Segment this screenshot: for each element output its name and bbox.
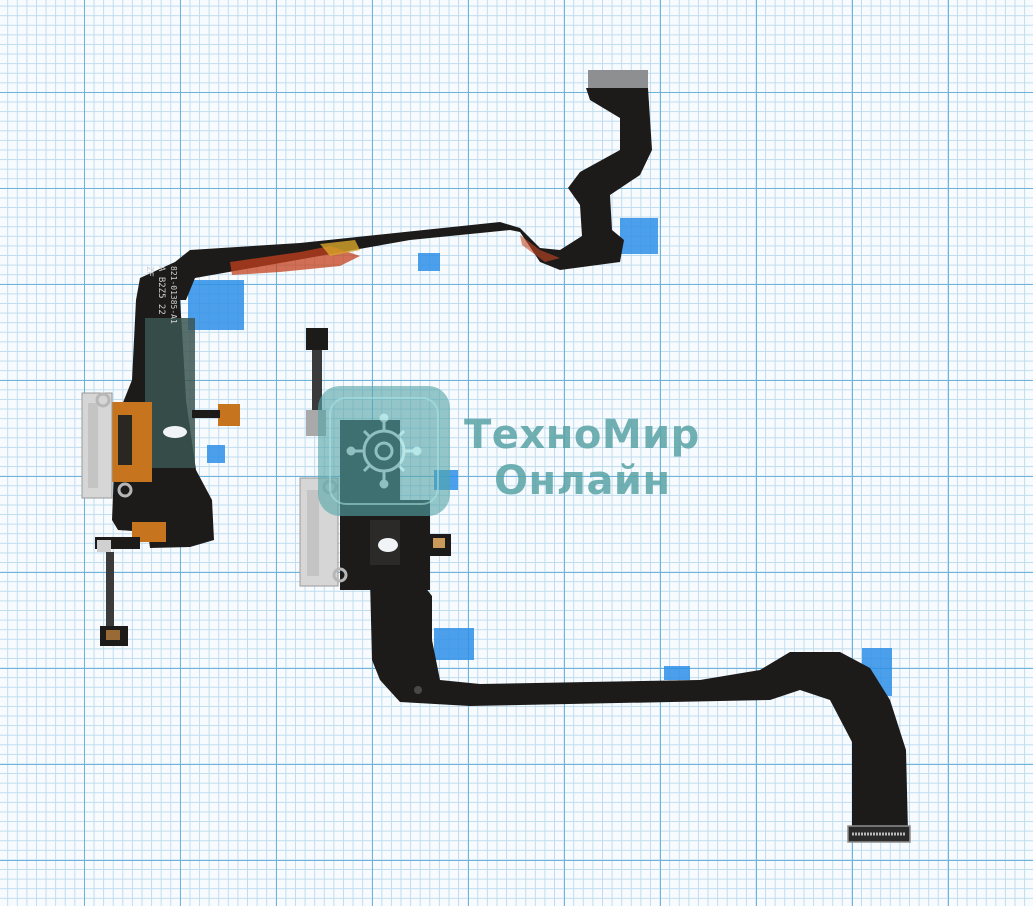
sensor-tab-pad [433, 538, 445, 548]
cable-batch-code: A B2Z5 22 [156, 266, 166, 315]
heat-discoloration [230, 246, 360, 275]
blue-tape-tab [620, 218, 658, 254]
upper-sensor-module [306, 328, 328, 350]
heat-discoloration [520, 235, 560, 262]
mic-flex-orange [132, 522, 166, 542]
circuit-gear-icon [346, 413, 422, 489]
lightning-port-connector [81, 392, 133, 499]
board-chip [118, 415, 132, 465]
blue-tape-tab [207, 445, 225, 463]
cable-cutout [378, 538, 398, 552]
watermark-logo-square [318, 386, 450, 516]
blue-tape-tab [188, 280, 244, 330]
watermark-text: ТехноМир Онлайн [464, 412, 764, 504]
sensor-tab-stub [192, 410, 220, 418]
watermark-logo [318, 386, 450, 516]
cable-revision-code: ZF [144, 266, 154, 277]
heat-discoloration [320, 240, 360, 256]
flex-cable-top-left: 821-01385-A1 A B2Z5 22 ZF [81, 70, 658, 646]
watermark-line-2: Онлайн [494, 458, 671, 504]
mic-flex-stem [106, 552, 114, 627]
upper-flex-stem [312, 345, 322, 423]
flex-logo-mark [414, 686, 422, 694]
blue-tape-tab [418, 253, 440, 271]
sensor-tab [218, 404, 240, 426]
cable-end-pad [588, 70, 648, 90]
cable-part-number: 821-01385-A1 [169, 266, 178, 324]
shielding-patch [145, 318, 195, 468]
watermark-line-1: ТехноМир [464, 412, 700, 458]
blue-tape-tab [664, 666, 690, 680]
flex-cable-body [370, 578, 908, 832]
mic-flex-bracket [97, 540, 111, 552]
flex-cable-body [112, 88, 652, 548]
blue-tape-tab [434, 628, 474, 660]
cable-cutout [163, 426, 187, 438]
mic-module-pad [106, 630, 120, 640]
